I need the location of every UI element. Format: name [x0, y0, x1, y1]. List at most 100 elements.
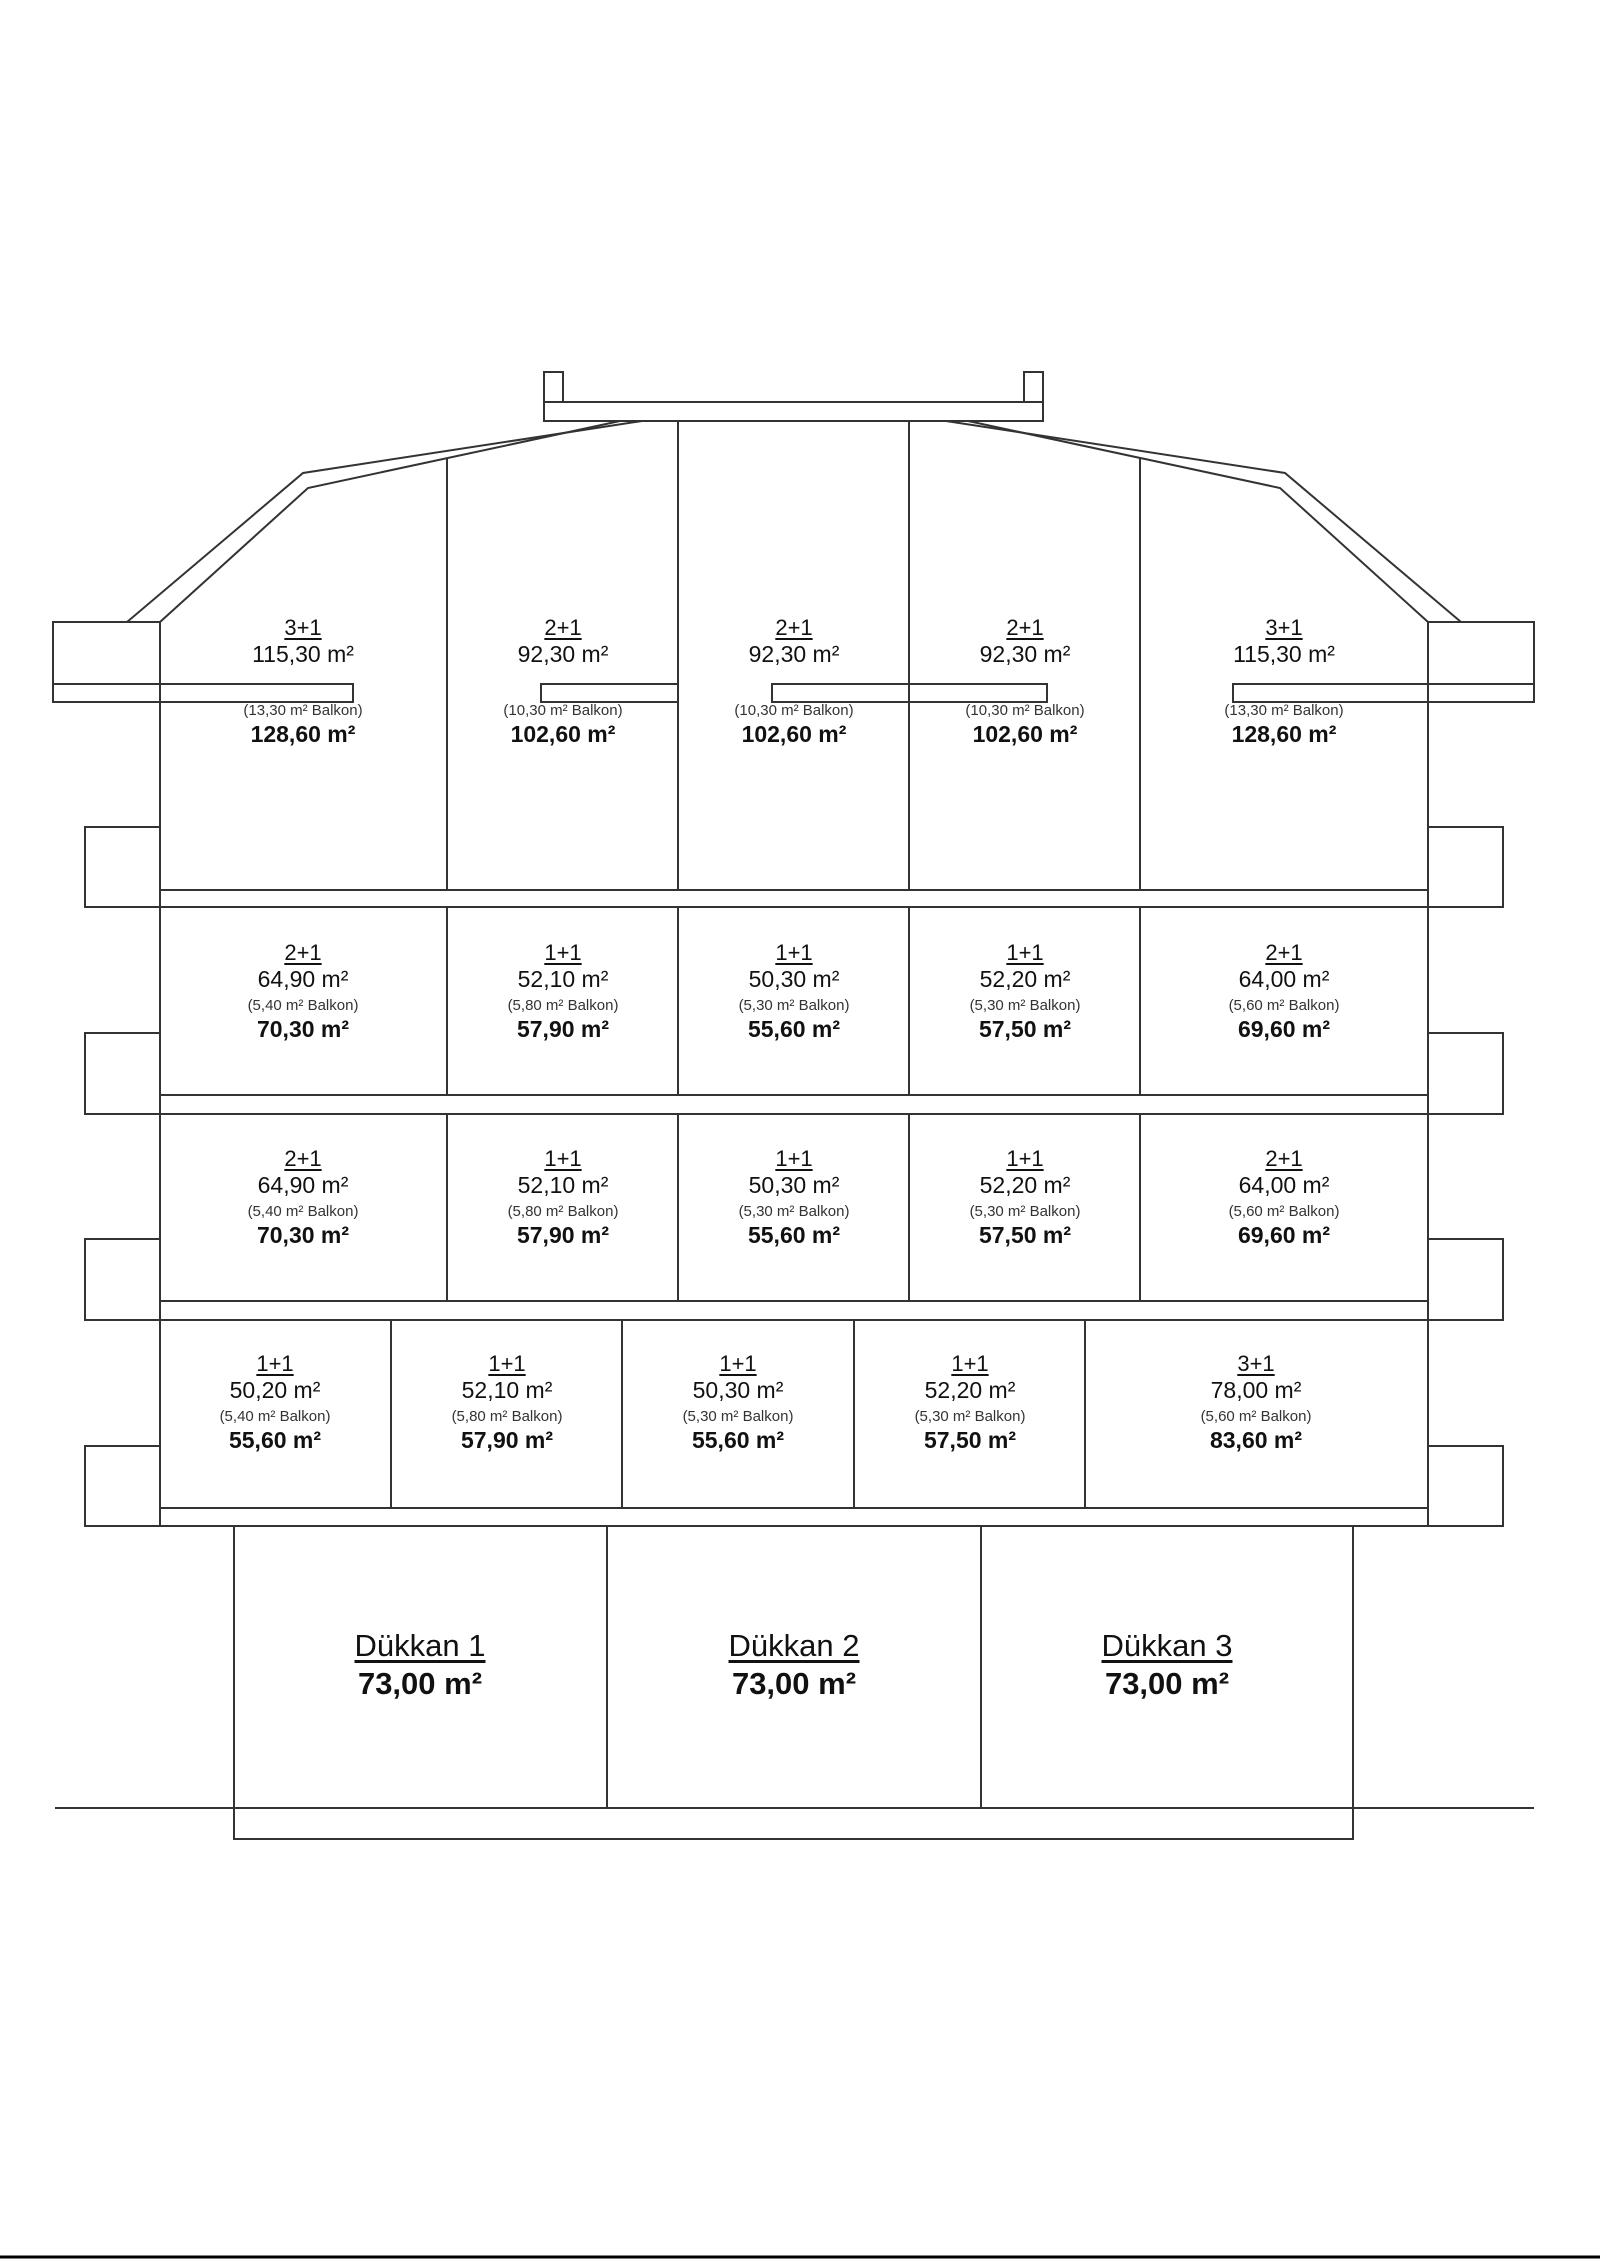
- unit-type: 2+1: [284, 940, 322, 965]
- unit-net-area: 52,20 m²: [979, 1172, 1071, 1199]
- unit-balcony-area: (5,60 m² Balkon): [1228, 997, 1340, 1015]
- roof-cap: [543, 371, 1044, 422]
- unit-type: 1+1: [1006, 1146, 1044, 1171]
- unit-gross-area: 57,50 m²: [978, 1221, 1072, 1248]
- unit-balcony-area: (10,30 m² Balkon): [734, 702, 854, 720]
- first-floor-partitions: [390, 1320, 1086, 1508]
- unit-net-area: 92,30 m²: [517, 641, 609, 668]
- unit-balcony-area: (5,40 m² Balkon): [219, 1408, 331, 1426]
- unit-type: 2+1: [544, 615, 582, 640]
- shop-area: 73,00 m²: [357, 1666, 483, 1701]
- unit-type: 3+1: [284, 615, 322, 640]
- unit-type: 1+1: [1006, 940, 1044, 965]
- unit-net-area: 50,30 m²: [748, 1172, 840, 1199]
- shop-area: 73,00 m²: [1104, 1666, 1230, 1701]
- top-floor-partitions: [446, 421, 1141, 890]
- unit-gross-area: 57,50 m²: [923, 1426, 1017, 1453]
- unit-type: 1+1: [544, 940, 582, 965]
- unit-gross-area: 69,60 m²: [1237, 1015, 1331, 1042]
- unit-type: 1+1: [488, 1351, 526, 1376]
- unit-type: 2+1: [284, 1146, 322, 1171]
- unit-type: 2+1: [775, 615, 813, 640]
- unit-gross-area: 55,60 m²: [228, 1426, 322, 1453]
- unit-type: 2+1: [1265, 1146, 1303, 1171]
- unit-net-area: 115,30 m²: [1233, 641, 1335, 668]
- unit-net-area: 92,30 m²: [979, 641, 1071, 668]
- unit-balcony-area: (5,80 m² Balkon): [507, 1203, 619, 1221]
- unit-balcony-area: (5,40 m² Balkon): [247, 997, 359, 1015]
- unit-balcony-area: (5,80 m² Balkon): [451, 1408, 563, 1426]
- unit-gross-area: 55,60 m²: [747, 1221, 841, 1248]
- unit-gross-area: 70,30 m²: [256, 1221, 350, 1248]
- unit-net-area: 52,20 m²: [979, 966, 1071, 993]
- roof: [126, 420, 1462, 623]
- unit-gross-area: 70,30 m²: [256, 1015, 350, 1042]
- unit-gross-area: 57,50 m²: [978, 1015, 1072, 1042]
- right-eave: [1427, 621, 1535, 685]
- unit-gross-area: 57,90 m²: [516, 1015, 610, 1042]
- unit-gross-area: 55,60 m²: [691, 1426, 785, 1453]
- unit-gross-area: 102,60 m²: [741, 720, 847, 747]
- unit-net-area: 52,10 m²: [461, 1377, 553, 1404]
- unit-type: 3+1: [1265, 615, 1303, 640]
- unit-gross-area: 128,60 m²: [250, 720, 356, 747]
- unit-balcony-area: (5,30 m² Balkon): [914, 1408, 1026, 1426]
- unit-gross-area: 57,90 m²: [516, 1221, 610, 1248]
- unit-net-area: 50,20 m²: [229, 1377, 321, 1404]
- shop-name: Dükkan 2: [728, 1628, 860, 1663]
- unit-balcony-area: (5,30 m² Balkon): [738, 1203, 850, 1221]
- middle-floor-partitions: [446, 907, 1141, 1301]
- unit-gross-area: 102,60 m²: [510, 720, 616, 747]
- unit-net-area: 52,10 m²: [517, 966, 609, 993]
- unit-balcony-area: (5,40 m² Balkon): [247, 1203, 359, 1221]
- unit-net-area: 64,90 m²: [257, 1172, 349, 1199]
- unit-gross-area: 57,90 m²: [460, 1426, 554, 1453]
- unit-net-area: 92,30 m²: [748, 641, 840, 668]
- shop-name: Dükkan 1: [354, 1628, 486, 1663]
- unit-net-area: 64,00 m²: [1238, 966, 1330, 993]
- unit-type: 1+1: [775, 1146, 813, 1171]
- unit-balcony-area: (5,60 m² Balkon): [1228, 1203, 1340, 1221]
- unit-balcony-area: (13,30 m² Balkon): [1224, 702, 1344, 720]
- unit-balcony-area: (5,80 m² Balkon): [507, 997, 619, 1015]
- unit-net-area: 50,30 m²: [748, 966, 840, 993]
- unit-gross-area: 128,60 m²: [1231, 720, 1337, 747]
- unit-balcony-area: (5,30 m² Balkon): [969, 1203, 1081, 1221]
- shop-name: Dükkan 3: [1101, 1628, 1233, 1663]
- unit-balcony-area: (13,30 m² Balkon): [243, 702, 363, 720]
- shop-level: [233, 1525, 1354, 1840]
- unit-type: 1+1: [775, 940, 813, 965]
- unit-balcony-area: (5,30 m² Balkon): [682, 1408, 794, 1426]
- unit-type: 1+1: [256, 1351, 294, 1376]
- unit-gross-area: 83,60 m²: [1209, 1426, 1303, 1453]
- unit-balcony-area: (5,30 m² Balkon): [969, 997, 1081, 1015]
- unit-balcony-area: (10,30 m² Balkon): [503, 702, 623, 720]
- unit-type: 1+1: [951, 1351, 989, 1376]
- side-balconies: [84, 826, 1504, 1527]
- unit-type: 1+1: [544, 1146, 582, 1171]
- unit-net-area: 115,30 m²: [252, 641, 354, 668]
- unit-net-area: 64,00 m²: [1238, 1172, 1330, 1199]
